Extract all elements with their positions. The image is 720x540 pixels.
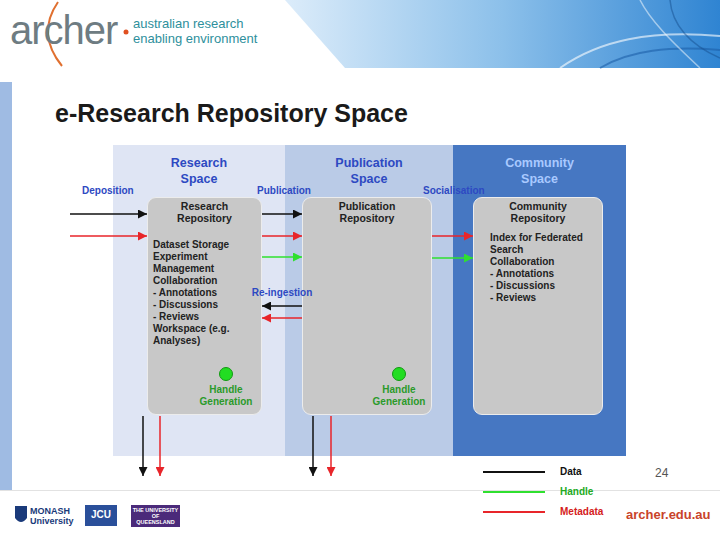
repository-item: Workspace (e.g. Analyses) <box>148 323 261 347</box>
legend-item: Handle <box>483 485 643 499</box>
page-number: 24 <box>655 466 668 480</box>
repository-heading: Community Repository <box>496 200 580 224</box>
repository-box: Publication RepositoryHandle Generation <box>302 197 432 415</box>
jcu-logo-box <box>85 505 117 526</box>
output-data-arrow <box>312 416 314 476</box>
output-metadata-arrow <box>330 416 332 476</box>
header-swirl <box>670 0 720 58</box>
slide-title: e-Research Repository Space <box>55 98 408 128</box>
handle-label: Handle Generation <box>367 384 431 408</box>
edge-label: Re-ingestion <box>252 287 313 299</box>
output-metadata-arrow <box>159 416 161 476</box>
deposition-metadata-arrow <box>70 235 147 237</box>
logo-tagline: australian research enabling environment <box>133 16 273 46</box>
flow-label: Socialisation <box>423 185 485 197</box>
flow-arrow <box>432 257 473 259</box>
handle-circle <box>220 368 233 381</box>
flow-arrow <box>262 213 302 215</box>
repository-item: - Annotations <box>148 287 261 299</box>
legend-line <box>483 471 545 473</box>
output-data-arrow <box>142 416 144 476</box>
legend-item: Data <box>483 465 643 479</box>
header-swirl <box>640 0 700 68</box>
repository-heading: Publication Repository <box>325 200 409 224</box>
header-swirl <box>600 49 720 68</box>
repository-item: Collaboration <box>148 275 261 287</box>
handle-generator: Handle Generation <box>367 367 431 411</box>
legend-text: Handle <box>560 485 593 499</box>
legend-text: Data <box>560 465 582 479</box>
handle-label: Handle Generation <box>194 384 258 408</box>
legend-line <box>483 511 545 513</box>
footer-rule <box>0 490 720 491</box>
legend-text: Metadata <box>560 505 603 519</box>
legend-item: Metadata <box>483 505 643 519</box>
deposition-data-arrow <box>70 213 147 215</box>
band-title: Research Space <box>159 155 239 187</box>
repository-item: - Discussions <box>474 280 602 292</box>
flow-arrow <box>262 305 302 307</box>
legend-line <box>483 491 545 493</box>
handle-symbol <box>194 367 258 381</box>
monash-shield <box>15 506 27 522</box>
sponsor-logo: JCU <box>85 509 117 521</box>
logo-wordmark: archer <box>10 6 117 54</box>
side-strip <box>0 82 12 490</box>
repository-item: - Reviews <box>474 292 602 304</box>
repository-item: Dataset Storage <box>148 239 261 251</box>
flow-arrow <box>262 256 302 258</box>
repository-item: - Discussions <box>148 299 261 311</box>
logo-dot <box>124 30 129 35</box>
handle-circle <box>393 368 406 381</box>
header-swirl <box>560 34 720 68</box>
repository-box: Research RepositoryDataset StorageExperi… <box>147 197 262 415</box>
repository-item: Collaboration <box>474 256 602 268</box>
sponsor-logo: MONASH University <box>30 506 80 526</box>
repository-item: - Reviews <box>148 311 261 323</box>
repository-item: Experiment Management <box>148 251 261 275</box>
header-banner <box>285 0 720 68</box>
repository-item: Index for Federated Search <box>474 232 602 256</box>
band-title: Community Space <box>500 155 580 187</box>
site-url: archer.edu.au <box>626 507 711 523</box>
repository-heading: Research Repository <box>163 200 247 224</box>
flow-label: Deposition <box>82 185 134 197</box>
repository-item: - Annotations <box>474 268 602 280</box>
flow-arrow <box>262 235 302 237</box>
flow-arrow <box>432 235 473 237</box>
flow-arrow <box>262 317 302 319</box>
flow-label: Publication <box>257 185 311 197</box>
band-title: Publication Space <box>329 155 409 187</box>
repository-box: Community RepositoryIndex for Federated … <box>473 197 603 415</box>
handle-generator: Handle Generation <box>194 367 258 411</box>
uq-logo-box <box>131 505 180 527</box>
handle-symbol <box>367 367 431 381</box>
sponsor-logo: THE UNIVERSITY OF QUEENSLAND <box>132 507 179 525</box>
